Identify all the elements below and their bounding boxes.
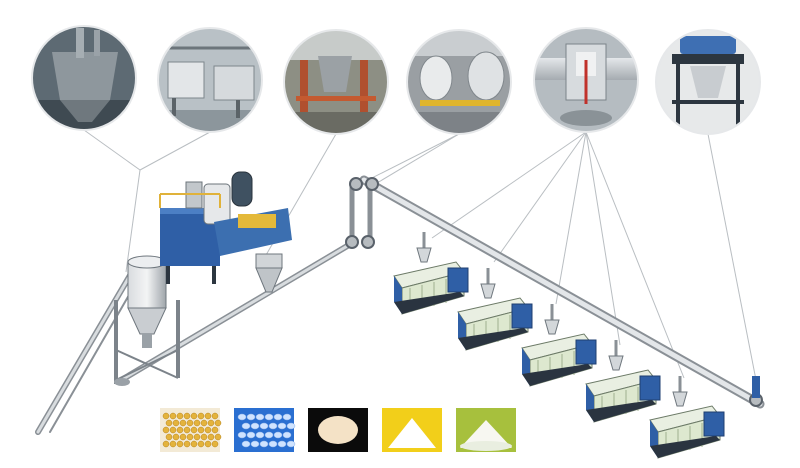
- photo-silo-frame: [283, 29, 389, 135]
- photo-cyclone-receiver: [406, 29, 512, 135]
- dosing-machine-photo-icon: [672, 36, 744, 134]
- yellow-granules-icon: [160, 408, 222, 452]
- photo-dosing-machine: [655, 29, 761, 135]
- photo-mixer-units: [157, 27, 263, 133]
- leader-lines: [83, 129, 757, 381]
- receiver-hopper: [255, 253, 283, 293]
- white-powder-on-yellow-icon: [382, 408, 442, 452]
- extruder-unit: [521, 304, 597, 387]
- extruder-unit: [393, 232, 469, 315]
- white-powder-on-black-icon: [308, 408, 368, 452]
- photo-hopper-station: [31, 25, 137, 131]
- extruder-unit: [585, 340, 661, 423]
- conveying-pipes: [35, 175, 765, 435]
- end-filter-icon: [752, 376, 760, 398]
- storage-silo: [114, 255, 180, 386]
- extruder-unit: [457, 268, 533, 351]
- mixing-station: [159, 171, 292, 284]
- extruder-lines: [393, 232, 725, 459]
- distribution-valve-photo-icon: [534, 43, 638, 126]
- material-samples: [160, 408, 516, 452]
- blue-pellets-icon: [234, 408, 296, 452]
- pipe-bends: [345, 177, 763, 407]
- photo-distribution-valve: [533, 27, 639, 133]
- white-crystals-on-green-icon: [456, 408, 516, 452]
- extruder-unit: [649, 376, 725, 459]
